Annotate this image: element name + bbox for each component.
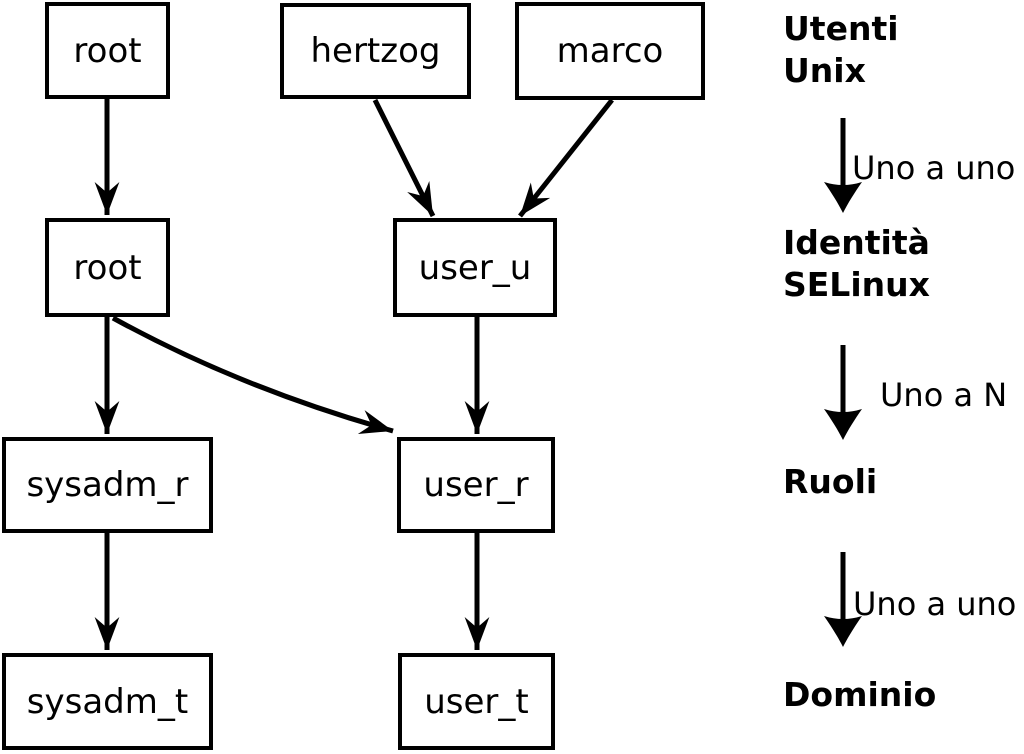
legend-title-line: SELinux xyxy=(783,265,930,304)
legend-title-dominio: Dominio xyxy=(783,675,937,714)
node-unix-user-marco: marco xyxy=(515,2,705,100)
legend-relation-uno-a-uno-1: Uno a uno xyxy=(852,149,1016,187)
node-selinux-identity-user-u: user_u xyxy=(393,218,557,317)
edge-hertzog-to-user-u xyxy=(372,98,436,218)
node-role-sysadm-r: sysadm_r xyxy=(2,437,213,533)
legend-title-ruoli: Ruoli xyxy=(783,462,878,501)
node-domain-sysadm-t: sysadm_t xyxy=(2,653,213,750)
node-unix-user-hertzog: hertzog xyxy=(280,3,471,99)
legend-title-line: Utenti xyxy=(783,9,899,48)
legend-title-identita-selinux: Identità SELinux xyxy=(783,222,930,306)
legend-title-utenti-unix: Utenti Unix xyxy=(783,8,899,92)
legend-title-line: Identità xyxy=(783,223,930,262)
legend-relation-uno-a-n: Uno a N xyxy=(880,376,1008,414)
node-domain-user-t: user_t xyxy=(398,653,555,750)
legend-arrowhead-2 xyxy=(824,409,862,440)
edge-selinuxroot-to-user-r xyxy=(111,315,394,434)
edge-marco-to-user-u xyxy=(518,98,614,218)
node-role-user-r: user_r xyxy=(397,437,555,533)
node-selinux-identity-root: root xyxy=(45,218,170,317)
legend-relation-uno-a-uno-2: Uno a uno xyxy=(853,585,1017,623)
legend-title-line: Unix xyxy=(783,51,866,90)
node-unix-user-root: root xyxy=(45,2,170,99)
